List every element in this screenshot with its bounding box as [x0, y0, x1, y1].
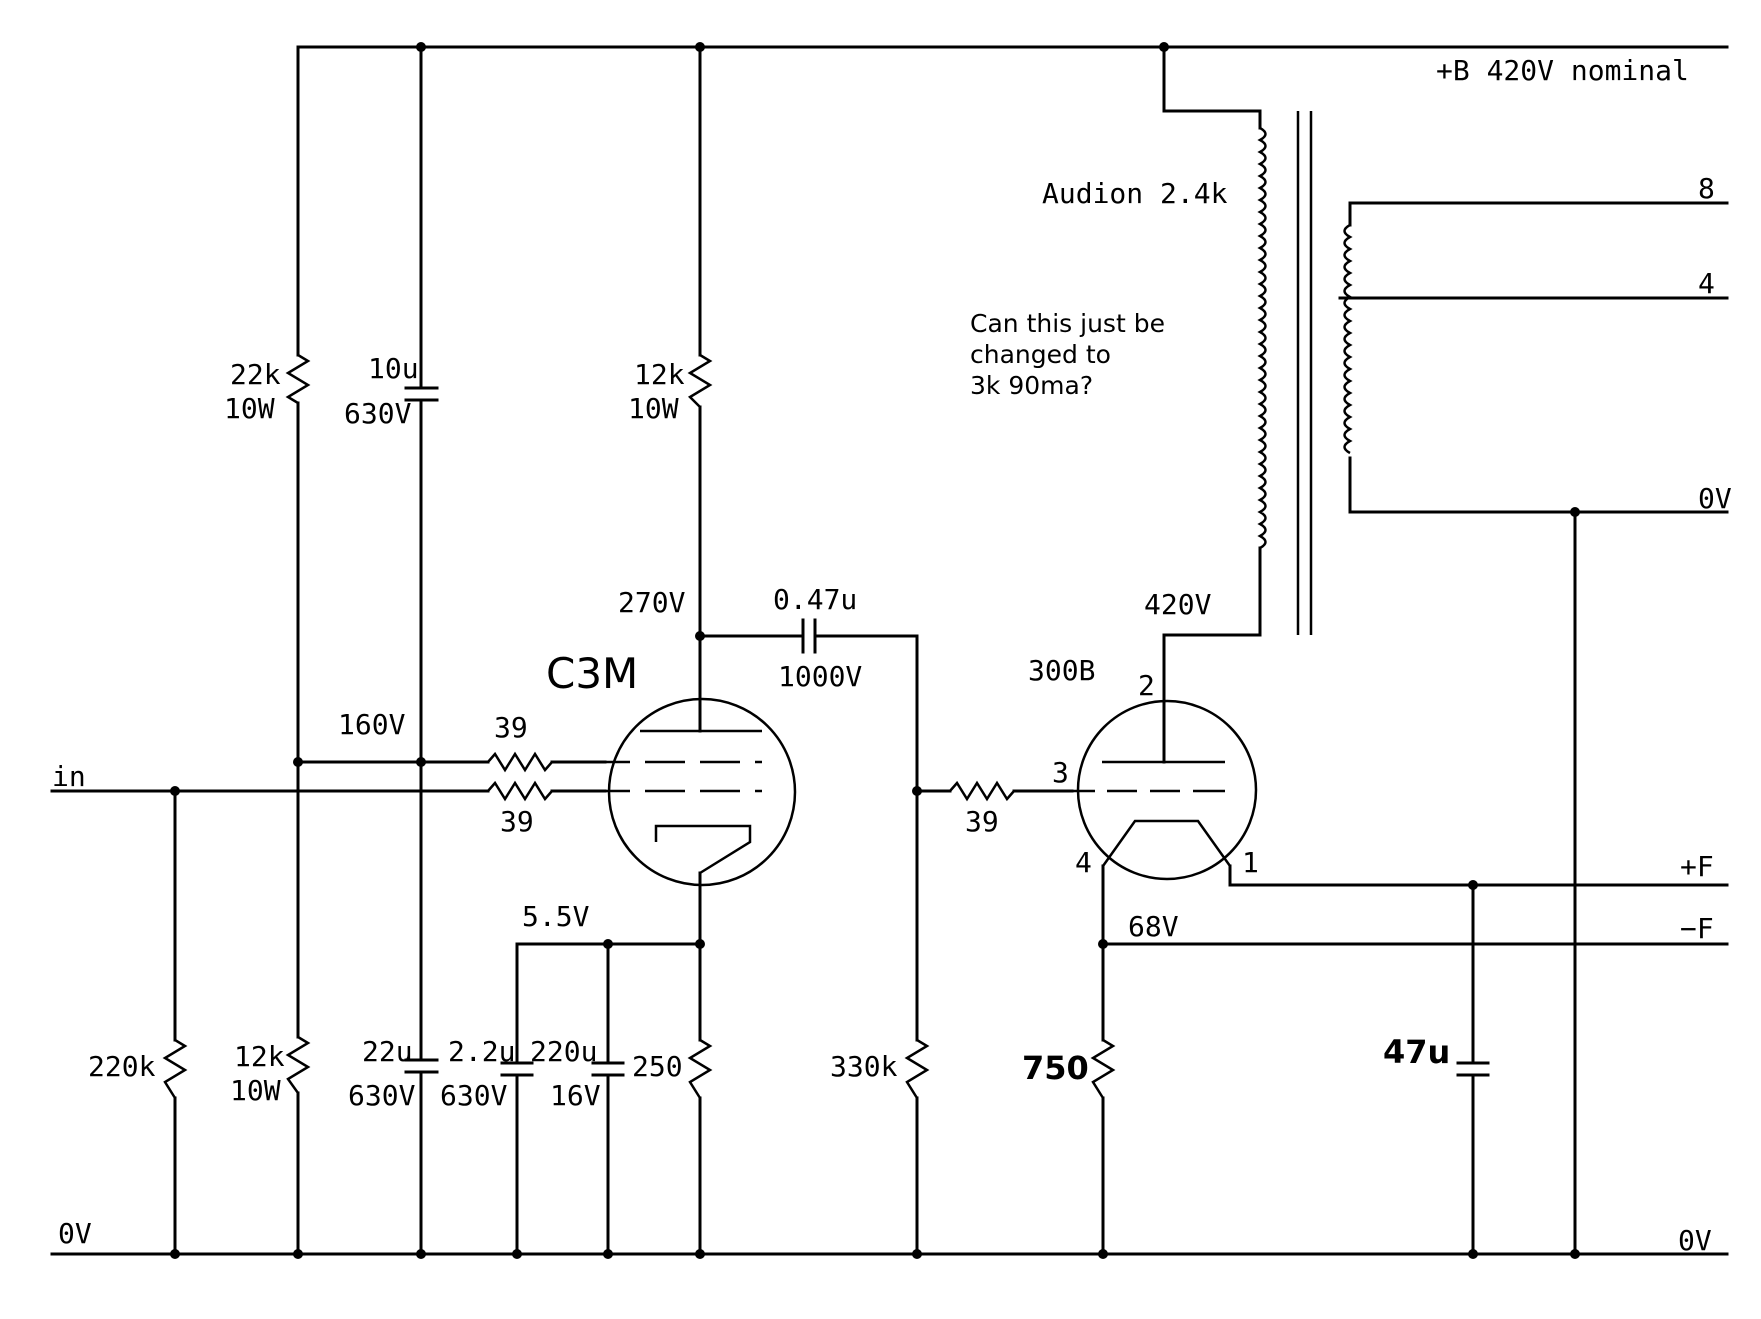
question-note: Can this just be changed to 3k 90ma? [970, 309, 1165, 400]
filament-minus-label: −F [1680, 912, 1714, 945]
capacitor-2-2u [500, 942, 534, 1256]
r12k-bot-watt: 10W [230, 1074, 281, 1107]
r22k-watt: 10W [224, 392, 275, 425]
capacitor-47u [1456, 883, 1490, 1256]
r750-label: 750 [1022, 1049, 1089, 1087]
r22k-value: 22k [230, 358, 281, 391]
zero-left-label: 0V [58, 1217, 92, 1250]
c22u2-value: 2.2u [448, 1035, 515, 1068]
v420-label: 420V [1144, 588, 1212, 621]
r12k-top-value: 12k [634, 358, 685, 391]
r220k-label: 220k [88, 1050, 156, 1083]
pin-3-label: 3 [1052, 756, 1069, 789]
plate-resistor-12k [687, 45, 713, 682]
c22u-voltage: 630V [348, 1079, 416, 1112]
c047-value: 0.47u [773, 583, 857, 616]
capacitor-220u [591, 942, 625, 1256]
pin-2-label: 2 [1138, 669, 1155, 702]
c22u-value: 22u [362, 1035, 413, 1068]
coupling-capacitor-047u [698, 618, 919, 1042]
v55-label: 5.5V [522, 900, 590, 933]
r39-g1-label: 39 [500, 805, 534, 838]
output-tube-label: 300B [1028, 654, 1095, 687]
c22u2-voltage: 630V [440, 1079, 508, 1112]
pin-4-label: 4 [1075, 846, 1092, 879]
tap-8-label: 8 [1698, 172, 1715, 205]
zero-right-label: 0V [1678, 1224, 1712, 1257]
r250-label: 250 [632, 1050, 683, 1083]
r12k-bot-value: 12k [234, 1040, 285, 1073]
v160-label: 160V [338, 708, 406, 741]
resistor-39-g2 [487, 751, 607, 773]
c220u-value: 220u [530, 1035, 597, 1068]
capacitor-10u [404, 45, 439, 1256]
zero-secondary-label: 0V [1698, 482, 1732, 515]
junction-dots [170, 42, 1580, 1259]
resistor-220k [162, 789, 188, 1256]
c3m-tube [605, 678, 797, 946]
c10u-value: 10u [368, 352, 419, 385]
note-line-2: changed to [970, 340, 1111, 369]
resistor-39-g1 [487, 780, 607, 802]
tap-4-label: 4 [1698, 267, 1715, 300]
v68-label: 68V [1128, 910, 1179, 943]
resistor-250 [687, 942, 713, 1256]
c047-voltage: 1000V [778, 660, 862, 693]
r12k-top-watt: 10W [628, 392, 679, 425]
r39-out-label: 39 [965, 805, 999, 838]
r330k-label: 330k [830, 1050, 898, 1083]
resistor-750 [1090, 942, 1116, 1256]
c10u-voltage: 630V [344, 397, 412, 430]
tube-300b [1072, 633, 1258, 946]
pin-1-label: 1 [1242, 846, 1259, 879]
divider-22k-12k [285, 45, 311, 1256]
filament-plus-label: +F [1680, 850, 1714, 883]
note-line-1: Can this just be [970, 309, 1165, 338]
c220u-voltage: 16V [550, 1079, 601, 1112]
bplus-label: +B 420V nominal [1436, 54, 1689, 87]
output-transformer [1162, 45, 1729, 637]
driver-tube-label: C3M [546, 649, 638, 698]
c47u-label: 47u [1383, 1033, 1450, 1071]
resistor-39-output-grid [915, 780, 1074, 802]
note-line-3: 3k 90ma? [970, 371, 1093, 400]
resistor-330k [904, 1038, 930, 1256]
transformer-primary-label: Audion 2.4k [1042, 177, 1228, 210]
r39-g2-label: 39 [494, 711, 528, 744]
input-label: in [52, 760, 86, 793]
v270-label: 270V [618, 586, 686, 619]
